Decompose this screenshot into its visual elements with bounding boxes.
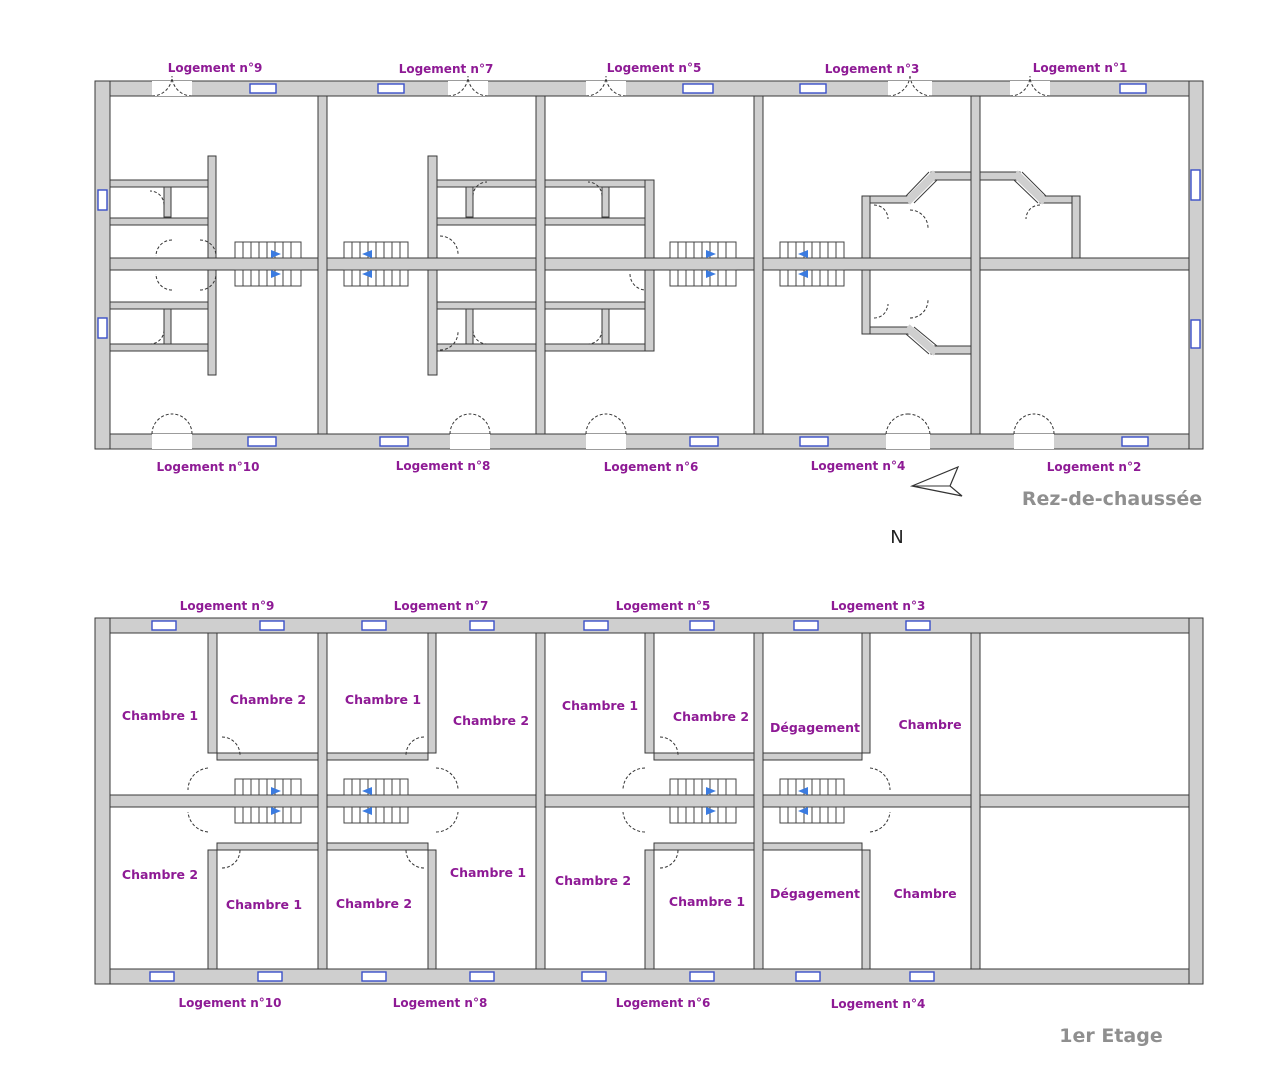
gf-unit-4-label: Logement n°4	[811, 459, 906, 473]
ff-unit-6-label: Logement n°6	[616, 996, 711, 1010]
ff-unit-8-label: Logement n°8	[393, 996, 488, 1010]
room-label: Dégagement	[770, 886, 860, 901]
ff-unit-4-label: Logement n°4	[831, 997, 926, 1011]
gf-unit-7-label: Logement n°7	[399, 62, 494, 76]
room-label: Chambre 2	[453, 713, 529, 728]
ff-unit-3-label: Logement n°3	[831, 599, 926, 613]
room-label: Chambre 2	[230, 692, 306, 707]
room-label: Chambre 2	[122, 867, 198, 882]
gf-unit-1-label: Logement n°1	[1033, 61, 1128, 75]
ff-unit-10-label: Logement n°10	[179, 996, 282, 1010]
gf-unit-6-label: Logement n°6	[604, 460, 699, 474]
room-label: Chambre	[893, 886, 956, 901]
gf-unit-5-label: Logement n°5	[607, 61, 702, 75]
first-floor-plan: Logement n°9 Logement n°7 Logement n°5 L…	[94, 599, 1204, 1047]
ff-unit-7-label: Logement n°7	[394, 599, 489, 613]
room-label: Chambre 1	[450, 865, 526, 880]
north-label: N	[890, 527, 903, 548]
gf-unit-10-label: Logement n°10	[157, 460, 260, 474]
ff-unit-9-label: Logement n°9	[180, 599, 275, 613]
first-floor-title: 1er Etage	[1059, 1025, 1162, 1047]
north-arrow-icon	[909, 465, 963, 497]
room-label: Chambre	[898, 717, 961, 732]
gf-unit-8-label: Logement n°8	[396, 459, 491, 473]
room-label: Chambre 2	[673, 709, 749, 724]
stairs-first-floor	[234, 778, 845, 824]
stairs-ground	[234, 241, 845, 287]
room-label: Chambre 2	[555, 873, 631, 888]
room-label: Dégagement	[770, 720, 860, 735]
room-label: Chambre 1	[345, 692, 421, 707]
ground-floor-plan: Logement n°9 Logement n°7 Logement n°5 L…	[94, 61, 1204, 548]
gf-unit-3-label: Logement n°3	[825, 62, 920, 76]
gf-unit-2-label: Logement n°2	[1047, 460, 1142, 474]
room-label: Chambre 1	[669, 894, 745, 909]
gf-unit-9-label: Logement n°9	[168, 61, 263, 75]
ground-floor-title: Rez-de-chaussée	[1022, 488, 1202, 510]
room-label: Chambre 2	[336, 896, 412, 911]
room-label: Chambre 1	[226, 897, 302, 912]
ff-unit-5-label: Logement n°5	[616, 599, 711, 613]
room-label: Chambre 1	[122, 708, 198, 723]
room-label: Chambre 1	[562, 698, 638, 713]
